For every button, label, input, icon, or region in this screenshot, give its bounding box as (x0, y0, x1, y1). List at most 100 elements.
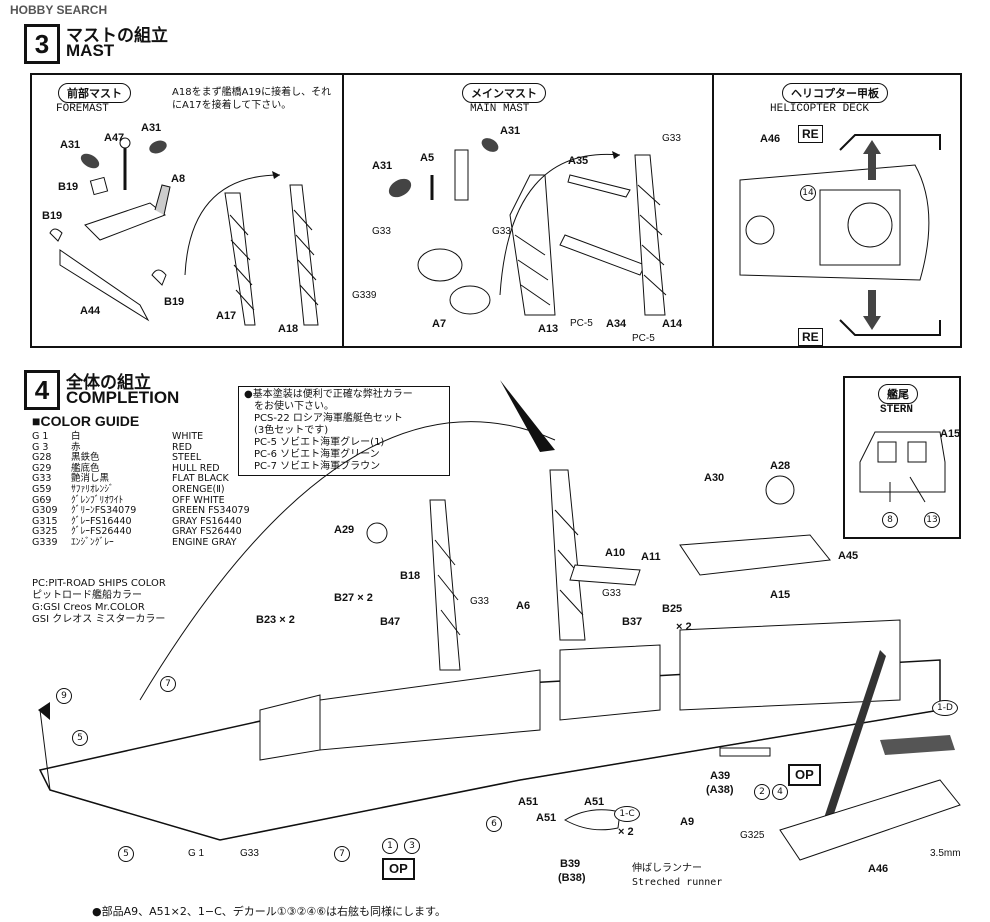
part-A38: (A38) (706, 784, 734, 796)
step-4-number: 4 (24, 370, 60, 410)
paint-note-line-0: ●基本塗装は便利で正確な弊社カラー (244, 389, 413, 400)
heli-deck-diagram (739, 134, 941, 336)
runner-label-en: Streched runner (632, 877, 723, 888)
part-A31-a: A31 (60, 139, 81, 151)
color-guide-code: G339 (32, 536, 58, 548)
part-B39: B39 (560, 858, 581, 870)
stern-part-A15: A15 (940, 428, 961, 440)
part-B25-x2: × 2 (676, 621, 692, 633)
color-legend-1: ピットロード艦船カラー (32, 590, 142, 601)
paint-note-line-3: (3色セットです) (254, 425, 329, 436)
mainmast-part-A13: A13 (538, 323, 559, 335)
mainmast-part-G33-c: G33 (492, 226, 511, 237)
color-guide-en: ORENGE(Ⅱ) (172, 483, 225, 495)
color-guide-jp: 艦底色 (71, 462, 100, 474)
part-A6: A6 (516, 600, 531, 612)
mainmast-label-en: MAIN MAST (470, 103, 530, 115)
part-A45: A45 (838, 550, 859, 562)
color-guide-code: G29 (32, 462, 52, 474)
decal-5-b: 5 (118, 846, 134, 862)
color-guide-en: GRAY FS16440 (172, 515, 242, 527)
decal-4: 4 (772, 784, 788, 800)
decal-7-a: 7 (160, 676, 176, 692)
mainmast-part-A31-b: A31 (372, 160, 393, 172)
part-A31-b: A31 (141, 122, 162, 134)
part-B23: B23 × 2 (256, 614, 295, 626)
color-guide-row: G28 黒鉄色 STEEL (32, 453, 253, 464)
color-guide-jp: 艶消し黒 (71, 473, 110, 485)
part-A39: A39 (710, 770, 731, 782)
stern-decal-8: 8 (882, 512, 898, 528)
color-guide-jp: 黒鉄色 (71, 452, 100, 464)
part-G1: G 1 (188, 848, 205, 859)
stern-diagram (859, 431, 946, 503)
part-A9: A9 (680, 816, 695, 828)
color-guide-jp: ｴﾝｼﾞﾝｸﾞﾚｰ (71, 536, 114, 548)
stern-decal-13: 13 (924, 512, 940, 528)
part-G33-b: G33 (602, 588, 621, 599)
op-badge-a: OP (382, 858, 415, 880)
color-guide-en: STEEL (172, 452, 202, 464)
stern-panel (843, 376, 961, 539)
color-guide-code: G309 (32, 505, 58, 517)
paint-note-line-2: PCS-22 ロシア海軍艦艇色セット (254, 413, 403, 424)
color-guide-en: GRAY FS26440 (172, 526, 242, 538)
heli-re-top: RE (798, 125, 823, 143)
heli-label-en: HELICOPTER DECK (770, 103, 870, 115)
part-G33-a: G33 (470, 596, 489, 607)
color-guide-code: G315 (32, 515, 58, 527)
part-A29: A29 (334, 524, 355, 536)
foremast-diagram (49, 137, 319, 326)
decal-2: 2 (754, 784, 770, 800)
part-B25: B25 (662, 603, 683, 615)
part-G325: G325 (740, 830, 765, 841)
color-guide-jp: ｸﾞﾚｰFS16440 (71, 515, 132, 527)
mainmast-part-A31-a: A31 (500, 125, 521, 137)
decal-7-b: 7 (334, 846, 350, 862)
decal-1: 1 (382, 838, 398, 854)
part-A44: A44 (80, 305, 101, 317)
mainmast-label-jp: メインマスト (462, 83, 546, 103)
mainmast-part-A34: A34 (606, 318, 627, 330)
mainmast-part-G33-b: G33 (372, 226, 391, 237)
part-B47: B47 (380, 616, 401, 628)
stern-label-jp: 艦尾 (878, 384, 918, 404)
part-A51-a: A51 (518, 796, 539, 808)
mainmast-part-G339: G339 (352, 290, 377, 301)
color-guide-row: G315 ｸﾞﾚｰFS16440 GRAY FS16440 (32, 515, 253, 528)
part-A47: A47 (104, 132, 125, 144)
color-guide-code: G 1 (32, 431, 49, 442)
step-3-title-jp: マストの組立 (66, 26, 168, 46)
part-B19-c: B19 (164, 296, 185, 308)
decal-5-a: 5 (72, 730, 88, 746)
color-guide-en: HULL RED (172, 462, 220, 474)
color-guide-code: G33 (32, 473, 52, 485)
color-legend-3: GSI クレオス ミスターカラー (32, 614, 166, 625)
part-A18: A18 (278, 323, 299, 335)
mainmast-part-G33-a: G33 (662, 133, 681, 144)
part-B38: (B38) (558, 872, 586, 884)
color-guide-jp: ｸﾞﾘｰﾝFS34079 (71, 505, 137, 517)
color-guide-code: G59 (32, 483, 52, 495)
heli-re-bottom: RE (798, 328, 823, 346)
color-guide-code: G28 (32, 452, 52, 464)
mainmast-part-A5: A5 (420, 152, 435, 164)
part-A30: A30 (704, 472, 725, 484)
color-legend-2: G:GSI Creos Mr.COLOR (32, 602, 145, 613)
step-4-title-en: COMPLETION (66, 388, 180, 407)
color-legend-0: PC:PIT-ROAD SHIPS COLOR (32, 578, 166, 589)
footer-note: ●部品A9、A51×2、1−C、デカール①③②④⑥は右舷も同様にします。 (92, 905, 446, 918)
part-B27: B27 × 2 (334, 592, 373, 604)
part-B19-a: B19 (58, 181, 79, 193)
step-3-title-en: MAST (66, 41, 115, 60)
part-A11: A11 (641, 551, 661, 563)
part-1C: 1-C (614, 806, 640, 822)
part-A8: A8 (171, 173, 186, 185)
color-guide-code: G325 (32, 526, 58, 538)
part-A51-c: A51 (536, 812, 557, 824)
